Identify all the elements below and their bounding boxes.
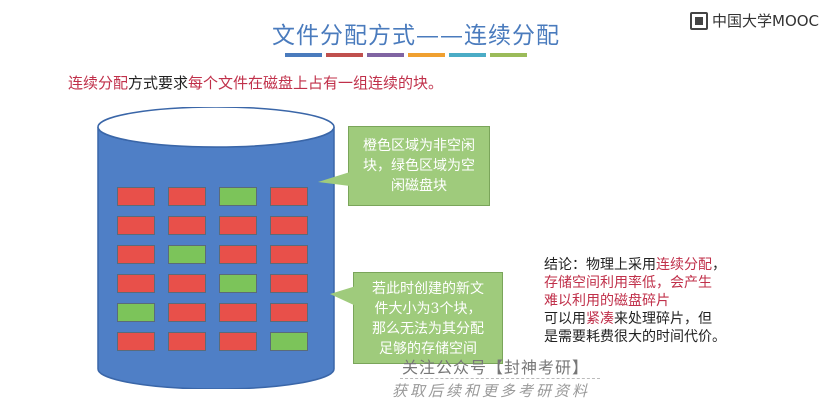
intro-text: 连续分配方式要求每个文件在磁盘上占有一组连续的块。 [68,72,443,93]
callout-top-line: 橙色区域为非空闲 [363,138,475,154]
title-color-strip [285,53,527,57]
callout-bottom-line: 件大小为3个块， [374,301,482,317]
strip-segment [285,53,322,57]
conclusion-red-line: 存储空间利用率低，会产生 [544,275,712,291]
conclusion-line: 可以用 [544,311,586,327]
callout-free-blocks: 橙色区域为非空闲 块，绿色区域为空 闲磁盘块 [348,126,490,206]
watermark-line-1: 关注公众号【封神考研】 [402,358,590,377]
used-disk-block [168,303,206,322]
used-disk-block [270,216,308,235]
used-disk-block [168,216,206,235]
conclusion-line: 是需要耗费很大的时间代价。 [544,329,726,345]
slide-title: 文件分配方式——连续分配 [272,23,560,49]
intro-plain: 方式要求 [128,74,189,92]
used-disk-block [219,332,257,351]
used-disk-block [117,216,155,235]
watermark-divider [400,378,600,379]
strip-segment [326,53,363,57]
used-disk-block [270,187,308,206]
callout-top-line: 闲磁盘块 [391,178,447,194]
used-disk-block [219,303,257,322]
callout-new-file: 若此时创建的新文 件大小为3个块， 那么无法为其分配 足够的存储空间 [353,272,503,364]
conclusion-red-line: 难以利用的磁盘碎片 [544,293,670,309]
callout-bottom-line: 若此时创建的新文 [372,281,484,297]
strip-segment [449,53,486,57]
used-disk-block [117,245,155,264]
used-disk-block [270,245,308,264]
logo-text: 中国大学MOOC [712,12,820,30]
used-disk-block [168,274,206,293]
intro-highlight-1: 连续分配 [68,74,129,92]
free-disk-block [219,187,257,206]
conclusion-text: 结论：物理上采用连续分配， 存储空间利用率低，会产生 难以利用的磁盘碎片 可以用… [544,256,784,346]
used-disk-block [219,216,257,235]
callout-bottom-pointer [330,286,356,306]
strip-segment [408,53,445,57]
watermark-line-2: 获取后续和更多考研资料 [392,382,591,400]
free-disk-block [270,332,308,351]
free-disk-block [219,274,257,293]
used-disk-block [117,274,155,293]
used-disk-block [117,332,155,351]
callout-top-pointer [318,172,350,186]
strip-segment [367,53,404,57]
used-disk-block [168,332,206,351]
free-disk-block [168,245,206,264]
mooc-logo-icon [690,11,708,30]
used-disk-block [219,245,257,264]
conclusion-highlight: 连续分配 [656,257,712,273]
conclusion-line: 来处理碎片，但 [614,311,712,327]
mooc-logo: 中国大学MOOC [690,10,819,31]
conclusion-highlight: 紧凑 [586,311,614,327]
callout-bottom-line: 足够的存储空间 [379,341,477,357]
used-disk-block [117,187,155,206]
callout-top-line: 块，绿色区域为空 [363,158,475,174]
used-disk-block [270,274,308,293]
used-disk-block [270,303,308,322]
used-disk-block [168,187,206,206]
strip-segment [490,53,527,57]
intro-highlight-2: 每个文件在磁盘上占有一组连续的块。 [188,74,444,92]
callout-bottom-line: 那么无法为其分配 [372,321,484,337]
conclusion-line: ， [712,257,726,273]
free-disk-block [117,303,155,322]
conclusion-line: 结论：物理上采用 [544,257,656,273]
